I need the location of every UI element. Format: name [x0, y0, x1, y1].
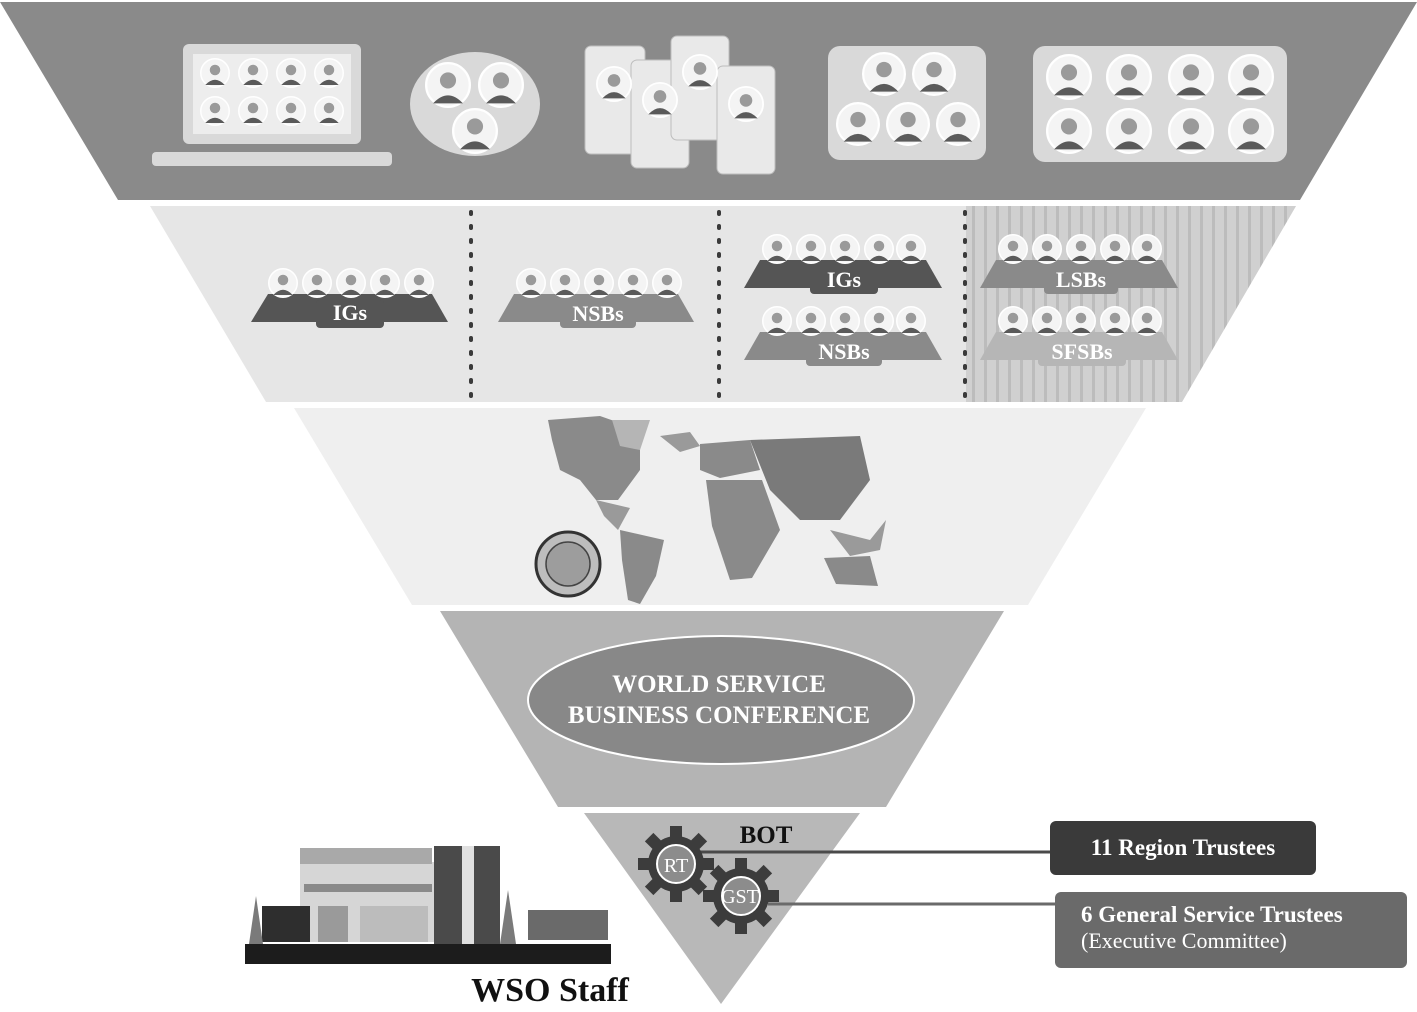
- bot-label: BOT: [740, 822, 793, 849]
- world-map-icon: [548, 416, 886, 604]
- gst-gear-icon: GST: [702, 857, 780, 935]
- gs-trustees-title: 6 General Service Trustees: [1081, 902, 1343, 927]
- rt-gear-label: RT: [664, 855, 688, 877]
- igs-label-col3: IGs: [827, 267, 862, 292]
- wso-staff-label: WSO Staff: [471, 972, 629, 1009]
- gs-trustees-subtitle: (Executive Committee): [1081, 928, 1287, 953]
- wso-building-icon: [245, 846, 611, 964]
- sfsbs-label: SFSBs: [1051, 339, 1113, 364]
- sfsbs-group-col4: SFSBs: [980, 306, 1178, 366]
- gs-trustees-box: 6 General Service Trustees (Executive Co…: [1055, 892, 1407, 968]
- rt-gear-icon: RT: [637, 825, 715, 903]
- id-badges-icon: [584, 35, 776, 175]
- nsbs-group-col2: NSBs: [498, 268, 694, 328]
- conference-line1: WORLD SERVICE: [612, 671, 826, 698]
- region-trustees-label: 11 Region Trustees: [1090, 835, 1276, 860]
- nsbs-group-col3: NSBs: [744, 306, 942, 366]
- lsbs-group-col4: LSBs: [980, 234, 1178, 294]
- igs-group-col3: IGs: [744, 234, 942, 294]
- conference-line2: BUSINESS CONFERENCE: [568, 702, 870, 729]
- virtual-service-seal-icon: [534, 530, 602, 598]
- nsbs-label-col2: NSBs: [572, 301, 624, 326]
- panel-four-people-icon: [828, 46, 986, 160]
- group-people-icon: [410, 52, 540, 156]
- laptop-video-call-icon: [152, 44, 392, 166]
- igs-label-col1: IGs: [333, 300, 368, 325]
- nsbs-label-col3: NSBs: [818, 339, 870, 364]
- lsbs-label: LSBs: [1056, 267, 1107, 292]
- column-dividers: [469, 210, 967, 400]
- region-trustees-box: 11 Region Trustees: [1050, 821, 1316, 875]
- panel-eight-people-icon: [1033, 46, 1287, 162]
- gst-gear-label: GST: [721, 886, 759, 908]
- conference-ellipse: [527, 635, 915, 765]
- igs-group-col1: IGs: [251, 268, 448, 328]
